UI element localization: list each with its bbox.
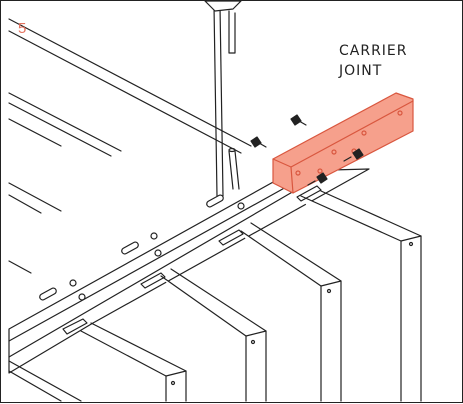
carrier-joint-label: CARRIER JOINT bbox=[339, 41, 408, 81]
screws bbox=[250, 114, 364, 186]
screw-2 bbox=[250, 136, 267, 148]
screw-4 bbox=[307, 172, 328, 186]
panel-clips bbox=[62, 185, 322, 335]
screw-1 bbox=[290, 114, 307, 126]
carrier-joint-highlight bbox=[272, 92, 414, 194]
callout-line-2: JOINT bbox=[339, 63, 383, 79]
carrier-bar bbox=[8, 168, 370, 374]
step-number: 5 bbox=[18, 20, 27, 37]
upper-framing bbox=[8, 18, 252, 274]
screw-3 bbox=[343, 148, 364, 162]
ceiling-panels bbox=[8, 190, 422, 402]
callout-line-1: CARRIER bbox=[339, 43, 408, 59]
hanger-rod bbox=[204, 1, 242, 197]
support-rod bbox=[228, 147, 240, 190]
